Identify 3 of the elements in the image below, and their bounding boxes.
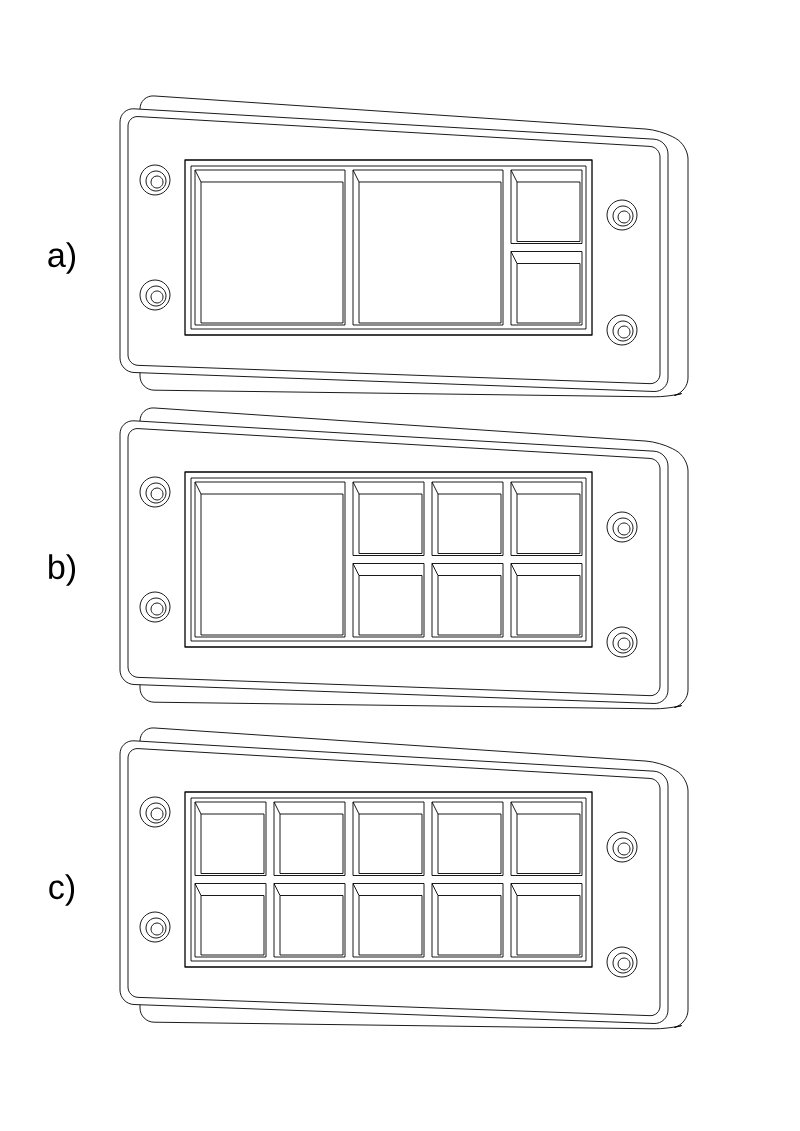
figure-label: a) <box>48 242 75 274</box>
figure-label: c) <box>49 874 75 906</box>
figure-label: b) <box>49 554 75 586</box>
